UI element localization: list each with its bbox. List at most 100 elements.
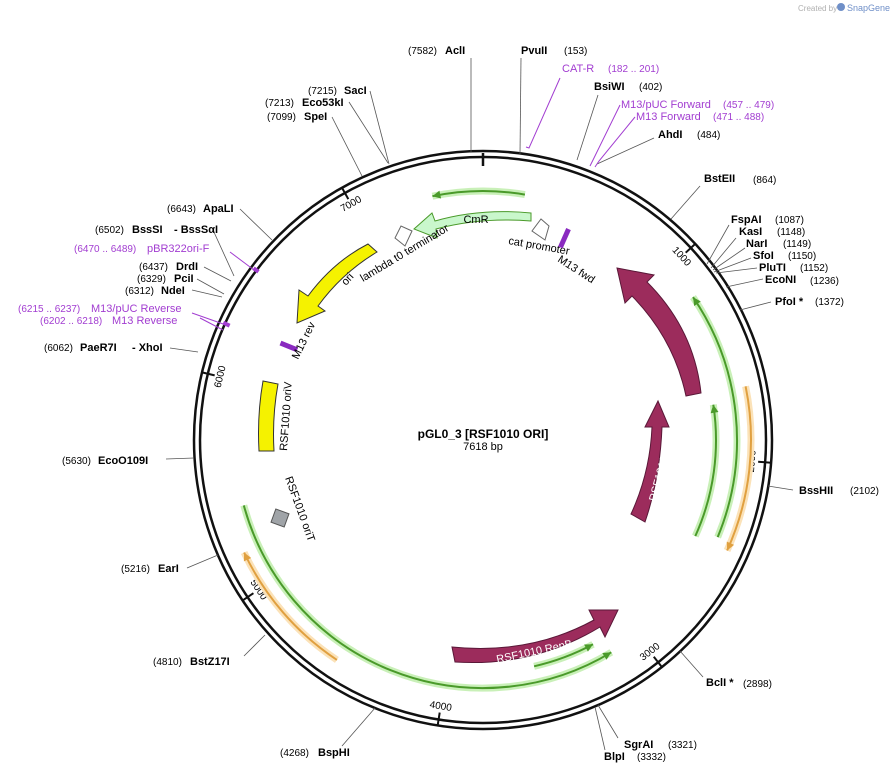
m13-reverse-pos: (6202 .. 6218): [40, 316, 102, 327]
cmr-arrow-icon: [413, 211, 532, 239]
bsphi-name: BspHI: [318, 747, 350, 759]
m13-forward-name: M13 Forward: [636, 111, 701, 123]
sfoi-pos: (1150): [788, 251, 816, 262]
pcii-pos: (6329): [137, 274, 166, 285]
m13-rev-primer-icon: [279, 340, 299, 353]
apali-pos: (6643): [167, 204, 196, 215]
bcli-pos: (2898): [743, 679, 772, 690]
ndei-pos: (6312): [125, 286, 154, 297]
cmr-label: CmR: [463, 214, 488, 226]
tick-mark-7000: [341, 187, 350, 200]
bsshii-name: BssHII: [799, 485, 833, 497]
site-labels: (7582) AclI PvuII (153) BsiWI (402) AhdI…: [44, 45, 879, 763]
orit-block-icon: [270, 508, 290, 528]
bstz17i-pos: (4810): [153, 657, 182, 668]
xhoi-name: - XhoI: [132, 342, 163, 354]
blpi-pos: (3332): [637, 752, 666, 763]
pbr322ori-f-pos: (6470 .. 6489): [74, 244, 136, 255]
m13-reverse-primer-icon: [222, 320, 231, 328]
econi-name: EcoNI: [765, 274, 796, 286]
repa-feature[interactable]: RSF1010 RepA: [630, 399, 679, 523]
primer-markers: [191, 77, 636, 331]
orit-feature[interactable]: RSF1010 oriT: [270, 475, 317, 544]
bsiwi-pos: (402): [639, 82, 662, 93]
left-orange-orf-arc-glow: [240, 551, 339, 663]
repc-orf-arc-arrowhead: [693, 297, 701, 306]
tick-label-7000: 7000: [339, 194, 364, 215]
drdi-name: DrdI: [176, 261, 198, 273]
ahdi-pos: (484): [697, 130, 720, 141]
tick-label-4000: 4000: [429, 700, 453, 714]
backbone-outer-ring: [192, 149, 774, 731]
ori-arrow-icon: [296, 243, 378, 324]
primer-labels: CAT-R (182 .. 201) M13/pUC Forward (457 …: [18, 63, 774, 327]
paer7i-name: PaeR7I: [80, 342, 117, 354]
lower-green-orf-arc-arrowhead: [584, 644, 593, 652]
sgrai-pos: (3321): [668, 740, 697, 751]
m13-puc-forward-primer-mark: [589, 104, 621, 167]
oriv-feature[interactable]: RSF1010 oriV: [258, 380, 295, 452]
feature-arcs: [240, 187, 755, 692]
m13-forward-pos: (471 .. 488): [713, 112, 764, 123]
m13-rev-label: M13 rev: [290, 320, 318, 361]
repc-orf-arc: [692, 296, 738, 538]
saci-name: SacI: [344, 85, 367, 97]
eco53ki-pos: (7213): [265, 98, 294, 109]
repa-arrow-icon: [630, 399, 670, 523]
ecoo109i-name: EcoO109I: [98, 455, 148, 467]
repa-orf-arc-arrowhead: [710, 404, 719, 414]
plasmid-name: pGL0_3 [RSF1010 ORI]: [418, 427, 549, 441]
econi-pos: (1236): [810, 276, 839, 287]
m13-forward-primer-mark: [594, 116, 636, 168]
site-leader-lines: [165, 57, 794, 751]
lambda-t0-arrow-icon: [394, 225, 413, 247]
cmr-feature[interactable]: CmR: [413, 211, 532, 239]
ndei-name: NdeI: [161, 285, 185, 297]
repb-orf-arc: [242, 505, 612, 690]
cat-promoter-arrow-icon: [531, 218, 550, 241]
cmr-orf-arc-arrowhead: [432, 190, 442, 199]
m13-puc-reverse-pos: (6215 .. 6237): [18, 304, 80, 315]
fspai-pos: (1087): [775, 215, 804, 226]
bcli-name: BclI *: [706, 677, 734, 689]
m13-fwd-label: M13 fwd: [555, 253, 596, 286]
pcii-name: PciI: [174, 273, 194, 285]
repc-feature[interactable]: RSF1010 RepC: [616, 267, 702, 405]
repa-orf-arc-glow: [692, 404, 720, 538]
bsssi-name: BssSI: [132, 224, 163, 236]
ecoo109i-pos: (5630): [62, 456, 91, 467]
tick-mark-6000: [201, 371, 215, 377]
cat-r-name: CAT-R: [562, 63, 594, 75]
cat-r-pos: (182 .. 201): [608, 64, 659, 75]
credit-brand: SnapGene: [847, 3, 890, 13]
bsphi-pos: (4268): [280, 748, 309, 759]
repa-orf-arc: [694, 404, 717, 537]
saci-pos: (7215): [308, 86, 337, 97]
bsshii-pos: (2102): [850, 486, 879, 497]
orit-label: RSF1010 oriT: [282, 475, 317, 544]
tick-label-3000: 3000: [638, 641, 663, 664]
tick-label-6000: 6000: [213, 364, 229, 389]
repb-feature[interactable]: RSF1010 RepB: [451, 609, 619, 666]
pvuii-name: PvuII: [521, 45, 547, 57]
oriv-label: RSF1010 oriV: [278, 381, 295, 451]
repb-arrow-icon: [451, 609, 619, 664]
pbr322ori-f-primer-icon: [252, 266, 260, 274]
drdi-pos: (6437): [139, 262, 168, 273]
m13-reverse-name: M13 Reverse: [112, 315, 177, 327]
spei-pos: (7099): [267, 112, 296, 123]
bsteii-name: BstEII: [704, 173, 735, 185]
acli-pos: (7582): [408, 46, 437, 57]
right-orange-orf-arc-arrowhead: [726, 541, 735, 551]
acli-name: AclI: [445, 45, 465, 57]
nari-name: NarI: [746, 238, 767, 250]
plasmid-length: 7618 bp: [463, 441, 503, 453]
sfoi-name: SfoI: [753, 250, 774, 262]
spei-name: SpeI: [304, 111, 327, 123]
eco53ki-name: Eco53kI: [302, 97, 344, 109]
fspai-name: FspAI: [731, 214, 762, 226]
tick-mark-4000: [436, 712, 441, 726]
cat-r-primer-mark: [525, 77, 561, 149]
repc-arrow-icon: [616, 267, 702, 397]
